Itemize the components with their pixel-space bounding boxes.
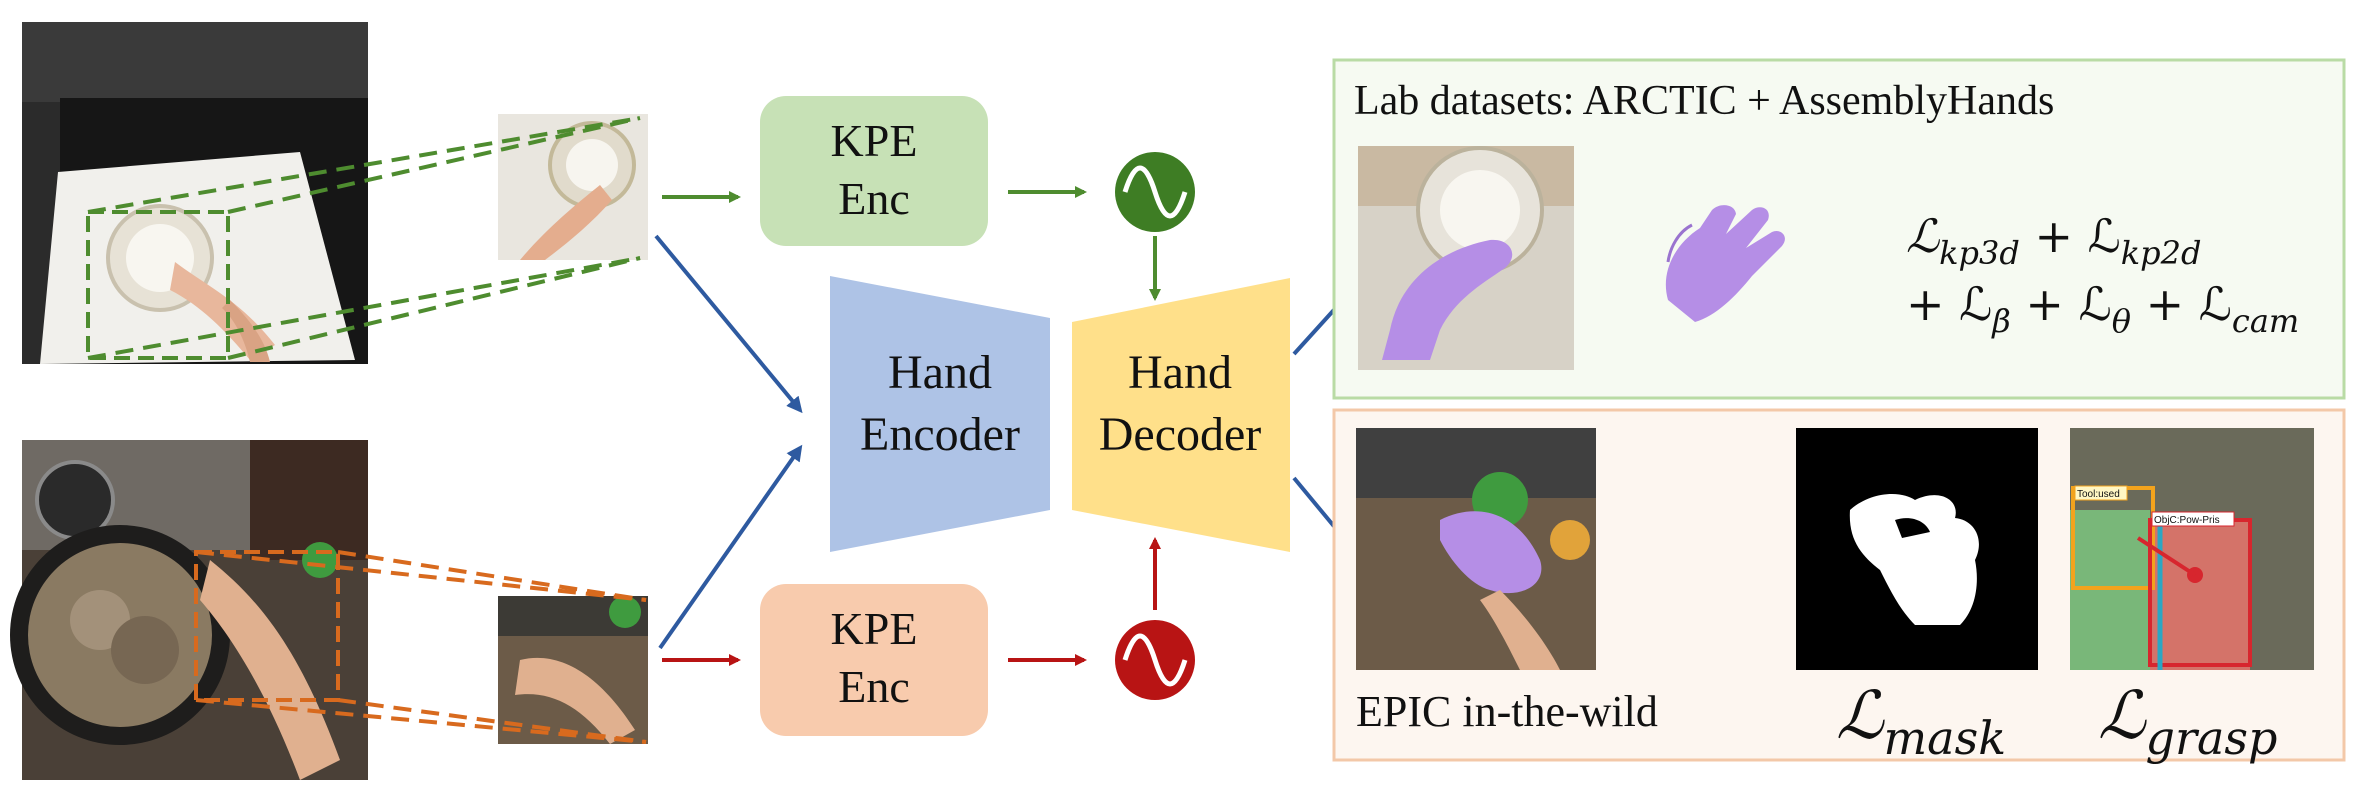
arrow-epic-to-encoder bbox=[658, 444, 803, 650]
wild-panel: EPIC in-the-wild ℒmask Tool:used ObjC:Po… bbox=[1332, 408, 2346, 765]
kpe-enc-bottom-line2: Enc bbox=[838, 661, 910, 712]
hand-decoder: Hand Decoder bbox=[1072, 278, 1290, 552]
kpe-enc-bottom: KPE Enc bbox=[760, 584, 988, 736]
epic-result-image bbox=[1356, 428, 1596, 670]
lab-projection-lines bbox=[87, 116, 641, 360]
sine-wave-icon-bottom bbox=[1115, 620, 1195, 700]
kpe-enc-top-line2: Enc bbox=[838, 173, 910, 224]
hand-encoder: Hand Encoder bbox=[830, 276, 1050, 552]
hand-encoder-line2: Encoder bbox=[860, 408, 1020, 461]
grasp-tag-tool: Tool:used bbox=[2077, 489, 2120, 500]
lab-panel-title: Lab datasets: ARCTIC + AssemblyHands bbox=[1354, 78, 2054, 124]
hand-encoder-line1: Hand bbox=[888, 346, 992, 399]
epic-crop-box bbox=[194, 550, 340, 702]
sine-wave-icon-top bbox=[1115, 152, 1195, 232]
lab-input-image bbox=[22, 22, 368, 364]
epic-input-image bbox=[10, 440, 368, 780]
lab-loss-line1: ℒkp3d + ℒkp2d bbox=[1906, 209, 2202, 272]
grasp-annotation-image: Tool:used ObjC:Pow-Pris bbox=[2070, 428, 2314, 670]
lab-panel: Lab datasets: ARCTIC + AssemblyHands ℒkp… bbox=[1332, 58, 2346, 400]
arrow-lab-to-encoder bbox=[654, 234, 803, 414]
mask-loss: ℒmask bbox=[1836, 677, 2006, 765]
grasp-tag-object: ObjC:Pow-Pris bbox=[2154, 515, 2220, 526]
epic-crop-image bbox=[498, 596, 648, 744]
kpe-enc-bottom-line1: KPE bbox=[831, 603, 918, 654]
hand-mesh-icon bbox=[1665, 205, 1785, 322]
epic-projection-lines bbox=[195, 550, 647, 744]
lab-crop-image bbox=[498, 114, 648, 260]
hand-decoder-line2: Decoder bbox=[1099, 408, 1262, 461]
lab-result-image bbox=[1358, 146, 1574, 370]
hand-mask-image bbox=[1796, 428, 2038, 670]
wild-panel-title: EPIC in-the-wild bbox=[1356, 687, 1658, 736]
hand-decoder-line1: Hand bbox=[1128, 346, 1232, 399]
lab-loss-line2: + ℒβ + ℒθ + ℒcam bbox=[1906, 277, 2299, 340]
kpe-enc-top-line1: KPE bbox=[831, 115, 918, 166]
kpe-enc-top: KPE Enc bbox=[760, 96, 988, 246]
grasp-loss: ℒgrasp bbox=[2098, 677, 2277, 765]
